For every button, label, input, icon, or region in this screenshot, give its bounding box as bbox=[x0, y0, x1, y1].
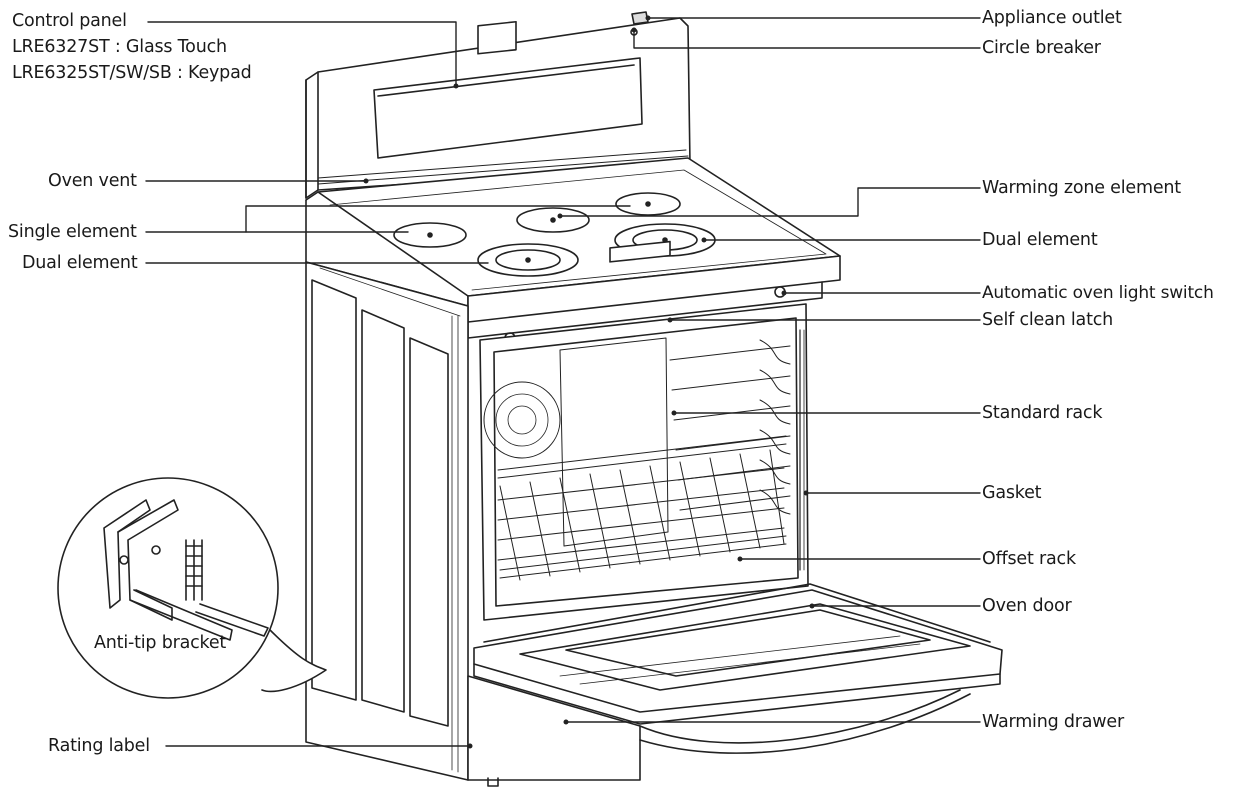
label-warming-zone-element: Warming zone element bbox=[982, 178, 1181, 198]
label-rating-label: Rating label bbox=[48, 736, 150, 756]
label-appliance-outlet: Appliance outlet bbox=[982, 8, 1122, 28]
label-dual-element-left: Dual element bbox=[22, 253, 138, 273]
racks bbox=[497, 339, 791, 581]
label-warming-drawer: Warming drawer bbox=[982, 712, 1124, 732]
self-clean-latch-icon bbox=[609, 240, 671, 263]
label-oven-door: Oven door bbox=[982, 596, 1072, 616]
label-offset-rack: Offset rack bbox=[982, 549, 1076, 569]
label-dual-element-right: Dual element bbox=[982, 230, 1098, 250]
backguard bbox=[305, 11, 691, 199]
label-self-clean-latch: Self clean latch bbox=[982, 310, 1114, 330]
single-element-icon bbox=[393, 222, 467, 248]
warming-zone-element-icon bbox=[615, 192, 681, 216]
label-oven-vent: Oven vent bbox=[48, 171, 137, 191]
control-panel-display bbox=[373, 57, 643, 159]
label-automatic-oven-light-switch: Automatic oven light switch bbox=[982, 283, 1214, 303]
leader-control-panel bbox=[147, 21, 457, 85]
dual-element-left-icon bbox=[477, 243, 579, 277]
label-single-element: Single element bbox=[8, 222, 137, 242]
anti-tip-bracket-callout bbox=[57, 477, 327, 699]
leader-lines bbox=[145, 17, 981, 747]
leader-warming-zone bbox=[559, 187, 981, 217]
label-standard-rack: Standard rack bbox=[982, 403, 1103, 423]
oven-door bbox=[473, 583, 1003, 725]
label-circle-breaker: Circle breaker bbox=[982, 38, 1101, 58]
label-gasket: Gasket bbox=[982, 483, 1042, 503]
side-panels bbox=[305, 261, 469, 781]
appliance-outlet-icon bbox=[631, 11, 649, 25]
oven-cavity bbox=[479, 303, 809, 621]
label-control-panel: Control panel bbox=[12, 11, 127, 31]
label-anti-tip-bracket: Anti-tip bracket bbox=[94, 633, 227, 653]
label-control-panel-model-1: LRE6327ST : Glass Touch bbox=[12, 37, 227, 57]
label-control-panel-model-2: LRE6325ST/SW/SB : Keypad bbox=[12, 63, 252, 83]
control-panel-window bbox=[477, 20, 517, 55]
leader-dots bbox=[363, 15, 815, 749]
leader-circle-breaker bbox=[633, 29, 981, 49]
